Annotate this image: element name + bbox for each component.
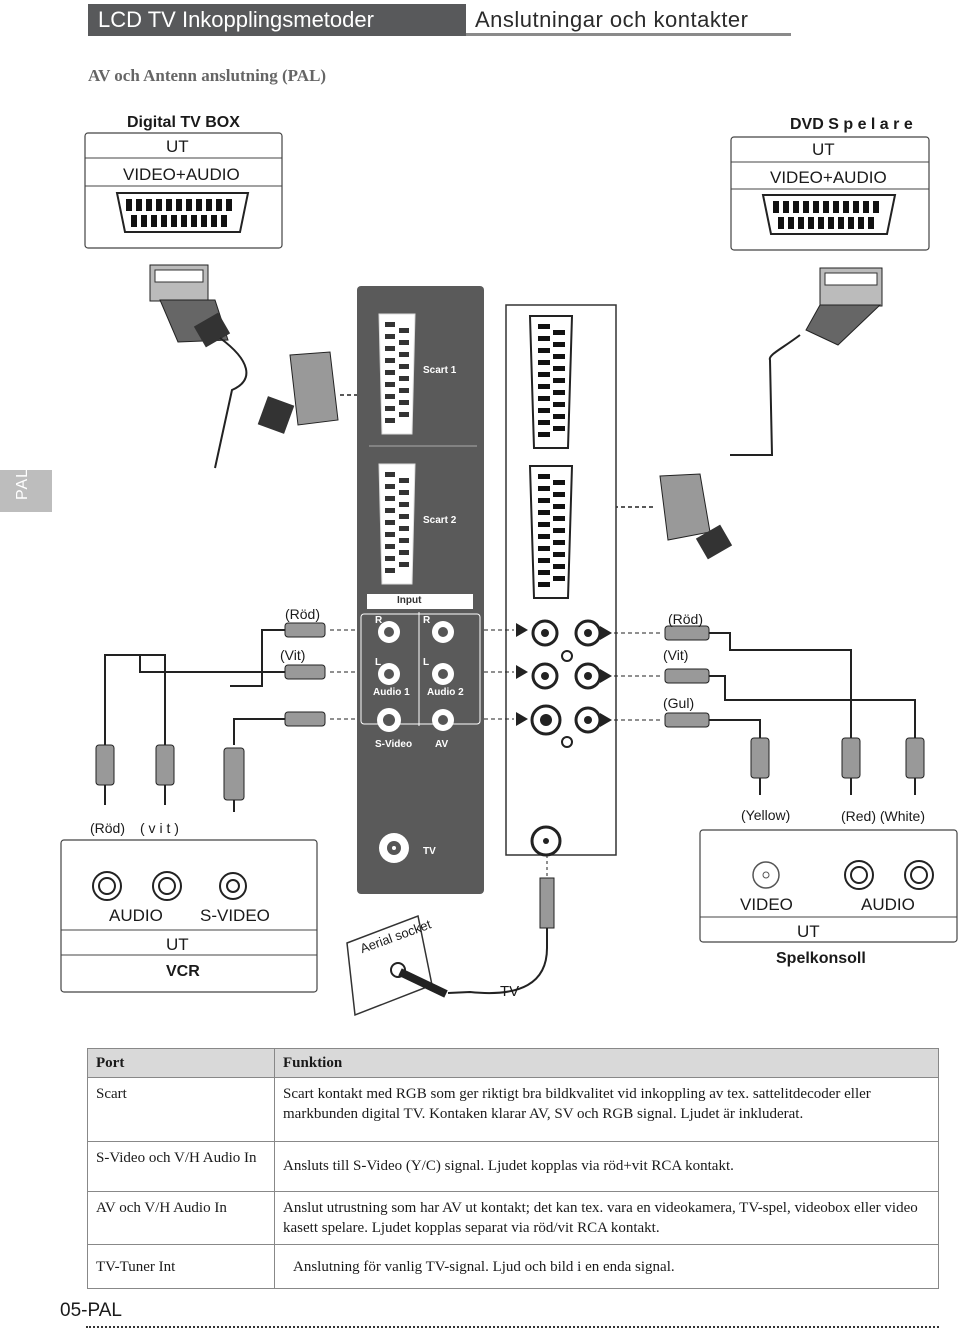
function-cell: Ansluts till S-Video (Y/C) signal. Ljude… [274, 1141, 939, 1192]
left-red-label: (Röd) [285, 606, 321, 622]
scart1-label: Scart 1 [423, 365, 457, 376]
vcr-plug-white: ( v i t ) [140, 820, 179, 836]
header-left-title: LCD TV Inkopplingsmetoder [88, 4, 466, 36]
av-port-label: AV [435, 739, 449, 750]
aerial-cable [447, 855, 555, 994]
vcr-box [60, 839, 318, 993]
rca-plugs-vertical [95, 737, 925, 801]
function-cell: Anslut utrustning som har AV ut kontakt;… [274, 1191, 939, 1245]
dvd-player-name: DVD S p e l a r e [790, 116, 913, 133]
table-header-function: Funktion [274, 1048, 939, 1078]
vcr-out: UT [166, 935, 189, 954]
function-cell: Scart kontakt med RGB som ger riktigt br… [274, 1077, 939, 1142]
tv-side-panel [505, 304, 617, 857]
vcr-svideo: S-VIDEO [200, 906, 270, 925]
aerial-socket [346, 914, 448, 1017]
rca-plugs-right [664, 625, 710, 728]
console-video: VIDEO [740, 895, 793, 914]
function-cell: Anslutning för vanlig TV-signal. Ljud oc… [274, 1244, 939, 1289]
vcr-plug-red: (Röd) [90, 820, 126, 836]
scart-plug-mid-left [257, 351, 339, 434]
side-tab: PAL [0, 468, 52, 512]
digital-box-out: UT [166, 137, 189, 156]
digital-box-signal: VIDEO+AUDIO [123, 165, 240, 184]
header-right-title: Anslutningar och kontakter [466, 4, 791, 36]
table-row: TV-Tuner Int Anslutning för vanlig TV-si… [87, 1244, 939, 1289]
audio1-label: Audio 1 [373, 687, 410, 698]
console-plug-yellow: (Yellow) [741, 807, 791, 823]
scart-plug-mid-right [659, 473, 733, 560]
table-header-port: Port [87, 1048, 275, 1078]
section-title: AV och Antenn anslutning (PAL) [88, 66, 327, 85]
l-label-2: L [423, 657, 430, 668]
port-cell: S-Video och V/H Audio In [87, 1141, 275, 1192]
r-label-1: R [375, 615, 383, 626]
digital-box-name: Digital TV BOX [127, 114, 240, 131]
console-plug-red-white: (Red) (White) [841, 808, 926, 824]
table-row: S-Video och V/H Audio In Ansluts till S-… [87, 1141, 939, 1192]
footer-rule [86, 1326, 939, 1328]
l-label-1: L [375, 657, 382, 668]
dvd-player-signal: VIDEO+AUDIO [770, 168, 887, 187]
svideo-port-label: S-Video [375, 739, 413, 750]
page-number: 05-PAL [60, 1300, 122, 1321]
left-white-label: (Vit) [280, 647, 306, 663]
vcr-audio: AUDIO [109, 906, 163, 925]
right-yellow-label: (Gul) [663, 695, 695, 711]
port-cell: Scart [87, 1077, 275, 1142]
connection-diagram [60, 132, 958, 1017]
digital-tv-box [84, 132, 283, 249]
scart-plug-top-left [149, 264, 231, 348]
rca-plugs-left [284, 622, 326, 727]
right-white-label: (Vit) [663, 647, 689, 663]
vcr-name: VCR [166, 963, 200, 980]
tv-label: TV [500, 983, 520, 1000]
right-red-label: (Röd) [668, 611, 704, 627]
port-cell: AV och V/H Audio In [87, 1191, 275, 1245]
port-cell: TV-Tuner Int [87, 1244, 275, 1289]
dvd-player [730, 136, 930, 251]
scart-plug-top-right [805, 267, 883, 346]
table-row: AV och V/H Audio In Anslut utrustning so… [87, 1191, 939, 1245]
input-label: Input [397, 595, 422, 606]
console-box [699, 829, 958, 943]
dvd-player-out: UT [812, 140, 835, 159]
port-function-table: Port Funktion Scart Scart kontakt med RG… [87, 1048, 939, 1289]
tv-port-label: TV [423, 846, 436, 857]
r-label-2: R [423, 615, 431, 626]
scart2-label: Scart 2 [423, 515, 457, 526]
console-out: UT [797, 922, 820, 941]
console-audio: AUDIO [861, 895, 915, 914]
tv-input-panel: Scart 1 Scart 2 Input R R L L Audio 1 Au… [357, 286, 484, 894]
audio2-label: Audio 2 [427, 687, 464, 698]
table-row: Scart Scart kontakt med RGB som ger rikt… [87, 1077, 939, 1142]
console-name: Spelkonsoll [776, 950, 866, 967]
